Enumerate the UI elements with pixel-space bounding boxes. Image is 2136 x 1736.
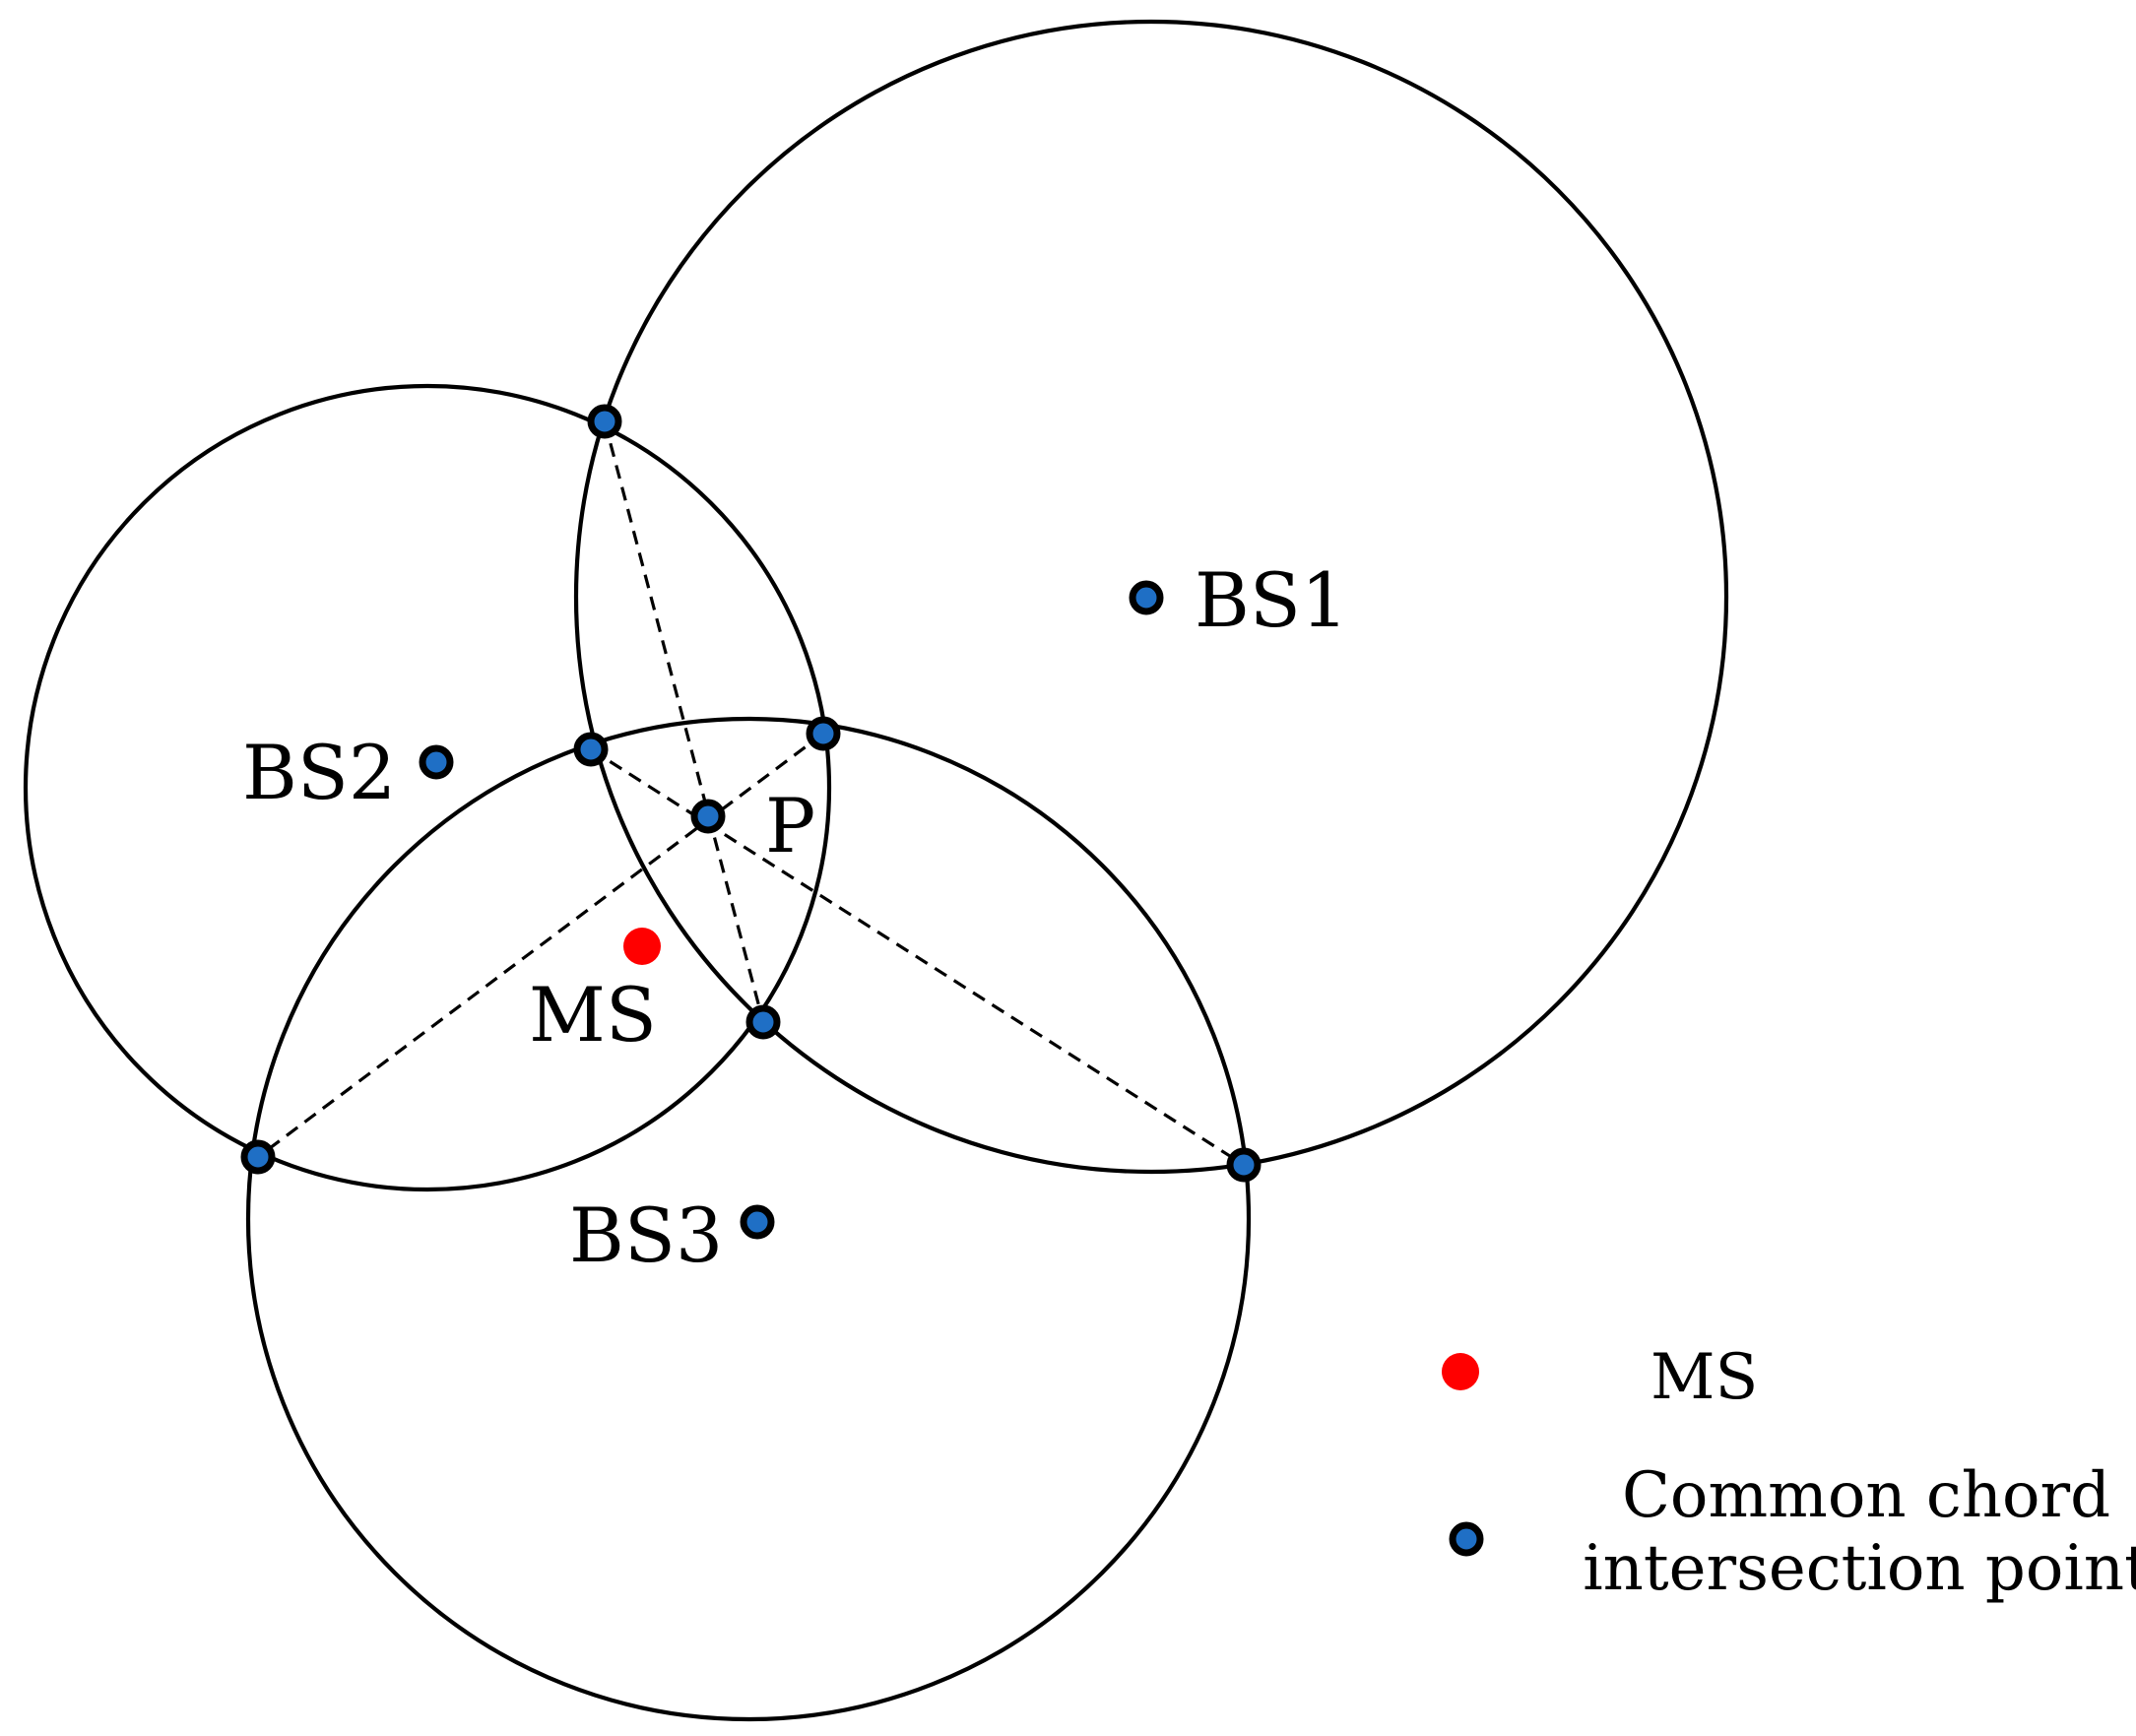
p-label: P xyxy=(765,782,815,869)
legend-intersection-marker xyxy=(1449,1521,1484,1557)
intersection-point-left xyxy=(240,1139,276,1175)
legend-ms-marker xyxy=(1442,1353,1479,1390)
ms-point xyxy=(623,928,661,965)
legend: MS Common chord intersection point xyxy=(1442,1341,2136,1605)
intersection-point-bs1-bs3-inner xyxy=(806,716,841,751)
bs3-range-circle xyxy=(245,716,1252,1722)
bs1-label: BS1 xyxy=(1195,556,1348,644)
intersection-point-right xyxy=(1226,1147,1262,1183)
p-point xyxy=(690,799,726,834)
bs1-point xyxy=(1129,580,1164,615)
bs2-label: BS2 xyxy=(242,729,396,816)
bs3-point xyxy=(740,1204,775,1240)
legend-intersection-label-line1: Common chord xyxy=(1622,1459,2110,1532)
bs2-point xyxy=(419,744,454,780)
intersection-point-bottom-inner xyxy=(745,1004,781,1040)
ms-label: MS xyxy=(529,971,657,1059)
bs2-range-circle xyxy=(23,383,832,1192)
intersection-point-bs2-bs3-inner xyxy=(573,732,609,767)
legend-intersection-label-line2: intersection point xyxy=(1583,1532,2136,1605)
chord-bs2-bs3 xyxy=(590,747,1245,1167)
bs3-label: BS3 xyxy=(569,1191,723,1279)
chord-bs1-bs2 xyxy=(603,420,765,1023)
intersection-point-top xyxy=(587,404,622,439)
legend-ms-label: MS xyxy=(1651,1341,1758,1414)
chord-bs1-bs3 xyxy=(257,732,824,1159)
bs1-range-circle xyxy=(573,19,1729,1175)
